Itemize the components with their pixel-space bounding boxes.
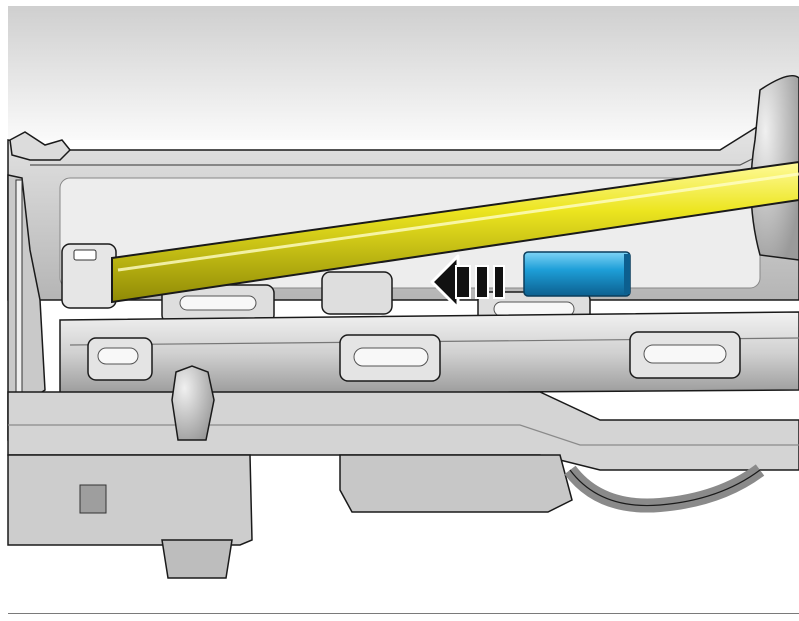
lower-skirt: [339, 454, 573, 513]
top-left-clip: [9, 131, 72, 161]
hose-loop-outline: [569, 469, 761, 507]
arrow-left-motion-icon: [430, 254, 505, 310]
connector-tab: [73, 249, 97, 261]
lower-clip-slots: [97, 344, 727, 367]
bottom-rule: [8, 613, 799, 614]
pry-bar: [111, 160, 799, 304]
lower-left-block: [7, 454, 253, 546]
highlighted-component: [523, 251, 631, 297]
lower-left-window: [79, 484, 107, 514]
lower-frame-edge: [8, 424, 799, 446]
background-panel: [8, 6, 799, 156]
lower-fastener: [161, 539, 233, 579]
center-post: [171, 365, 215, 441]
